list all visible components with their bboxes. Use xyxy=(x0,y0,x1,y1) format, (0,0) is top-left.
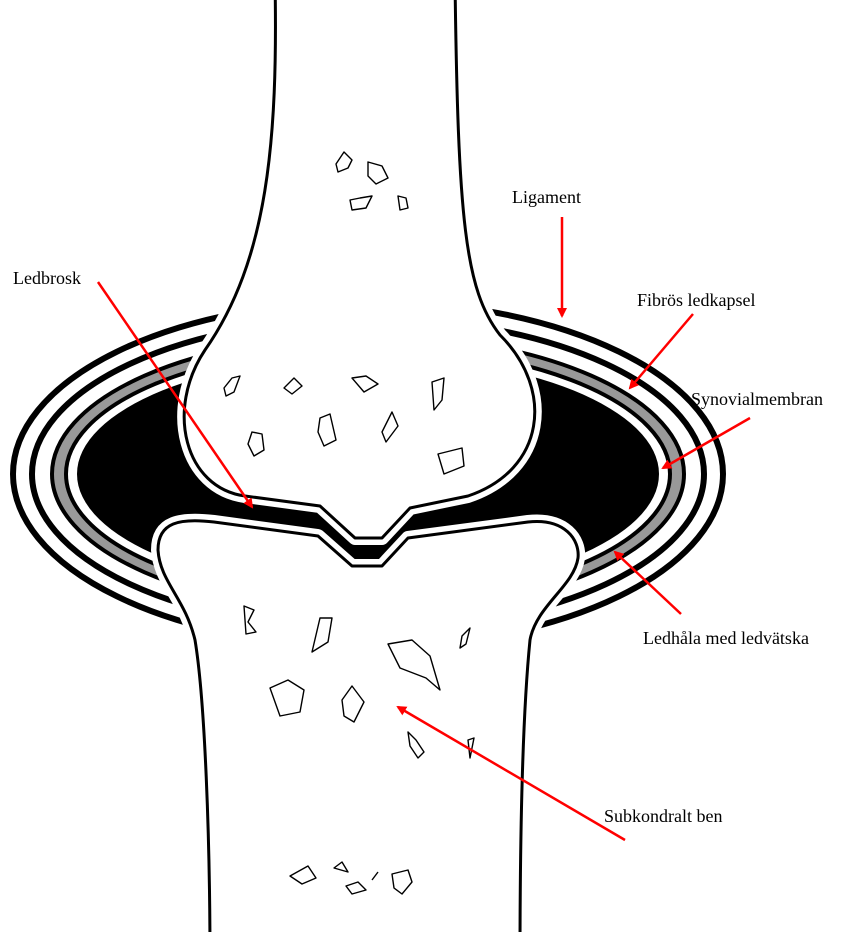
label-ligament: Ligament xyxy=(512,187,581,207)
upper-bone xyxy=(184,0,535,538)
lower-bone xyxy=(158,521,578,932)
label-fibros-ledkapsel: Fibrös ledkapsel xyxy=(637,290,756,310)
label-subkondralt-ben: Subkondralt ben xyxy=(604,806,723,826)
label-synovialmembran: Synovialmembran xyxy=(691,389,823,409)
label-ledbrosk: Ledbrosk xyxy=(13,268,81,288)
label-ledhala: Ledhåla med ledvätska xyxy=(643,628,809,648)
